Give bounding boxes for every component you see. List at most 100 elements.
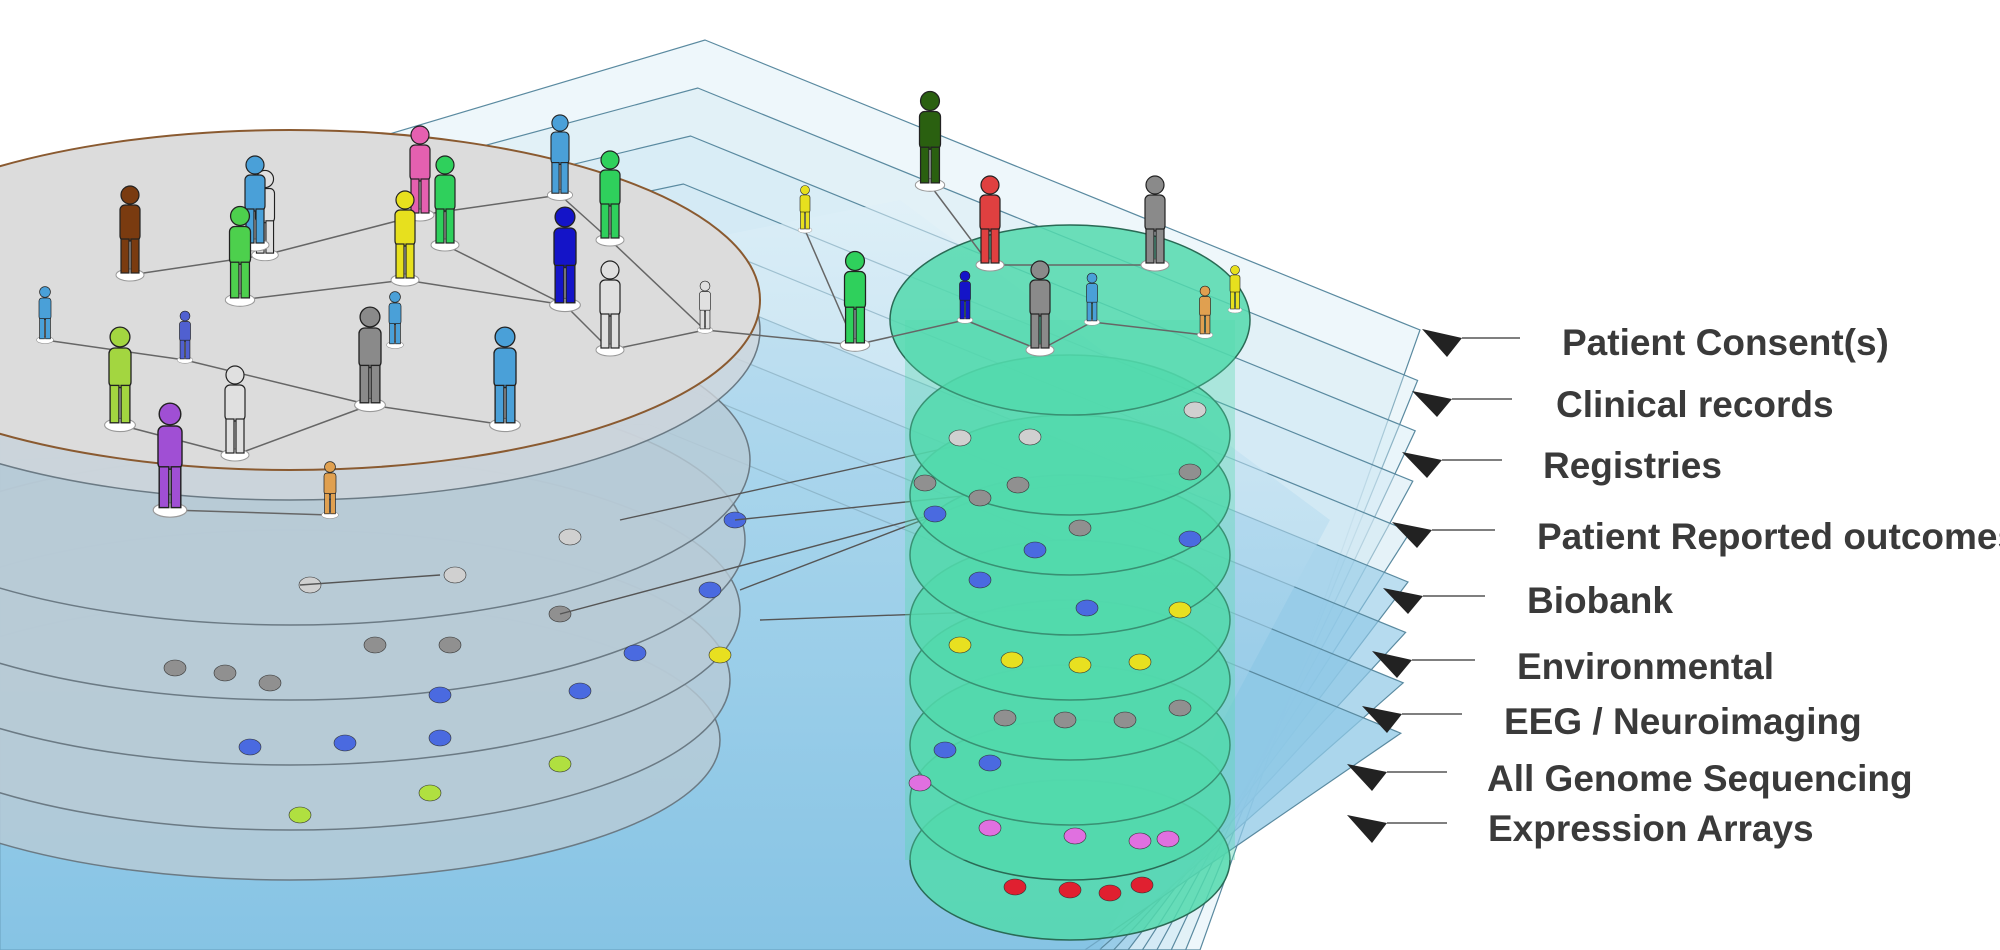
network-link: [609, 329, 706, 351]
data-node-dot-icon: [1156, 830, 1180, 848]
data-node-dot-icon: [558, 528, 582, 546]
data-node-dot-icon: [698, 581, 722, 599]
person-figure-icon: [975, 175, 1005, 272]
network-link: [169, 509, 331, 516]
data-node-dot-icon: [363, 636, 387, 654]
patient-figures: [36, 90, 1243, 519]
data-node-dot-icon: [1178, 530, 1202, 548]
network-link: [1091, 321, 1206, 336]
layer-label: EEG / Neuroimaging: [1504, 701, 1862, 742]
data-node-dot-icon: [1068, 519, 1092, 537]
data-node-dot-icon: [428, 686, 452, 704]
data-node-dot-icon: [923, 505, 947, 523]
data-node-dot-icon: [1023, 541, 1047, 559]
person-figure-icon: [1197, 285, 1213, 339]
layer-label: Environmental: [1517, 646, 1774, 687]
layer-pointer-arrow-icon: [1412, 391, 1452, 417]
layer-label-patient-consent: Patient Consent(s): [1422, 322, 1889, 363]
layer-pointer-arrow-icon: [1362, 706, 1402, 733]
person-figure-icon: [36, 286, 54, 344]
cohort-body: [905, 320, 1235, 860]
data-node-dot-icon: [1006, 476, 1030, 494]
layer-label-expression-arrays: Expression Arrays: [1347, 808, 1814, 849]
data-node-dot-icon: [1183, 401, 1207, 419]
person-figure-icon: [321, 461, 339, 519]
network-link: [444, 244, 566, 306]
person-figure-icon: [1084, 272, 1100, 326]
layer-pointer-arrow-icon: [1347, 815, 1387, 843]
data-node-dot-icon: [708, 646, 732, 664]
person-figure-icon: [957, 270, 973, 324]
data-node-dot-icon: [933, 741, 957, 759]
data-node-dot-icon: [948, 429, 972, 447]
person-figure-icon: [390, 190, 420, 287]
data-node-dot-icon: [163, 659, 187, 677]
layer-label-eeg-neuroimaging: EEG / Neuroimaging: [1362, 701, 1862, 742]
data-node-dot-icon: [1018, 428, 1042, 446]
data-node-dot-icon: [333, 734, 357, 752]
layer-label-clinical-records: Clinical records: [1412, 384, 1834, 425]
data-node-dot-icon: [438, 636, 462, 654]
person-figure-icon: [177, 310, 193, 364]
layer-labels: Patient Consent(s) Clinical records Regi…: [1347, 322, 2000, 849]
data-node-dot-icon: [428, 729, 452, 747]
network-link: [609, 239, 706, 331]
data-node-dot-icon: [623, 644, 647, 662]
data-node-dot-icon: [978, 754, 1002, 772]
person-figure-icon: [595, 150, 625, 247]
data-node-dot-icon: [1063, 827, 1087, 845]
data-node-dot-icon: [1068, 656, 1092, 674]
layer-pointer-arrow-icon: [1383, 588, 1423, 614]
data-node-dot-icon: [298, 576, 322, 594]
link-line: [559, 513, 936, 615]
layer-label-registries: Registries: [1402, 445, 1722, 486]
data-node-dot-icon: [1168, 699, 1192, 717]
data-node-dot-icon: [548, 755, 572, 773]
person-figure-icon: [115, 185, 145, 282]
data-node-dot-icon: [1113, 711, 1137, 729]
network-link: [854, 319, 966, 346]
small-cohort-cylinder: [889, 224, 1251, 941]
data-node-dot-icon: [993, 709, 1017, 727]
person-figure-icon: [386, 291, 404, 349]
person-figure-icon: [914, 90, 946, 192]
layer-label: Expression Arrays: [1488, 808, 1814, 849]
person-figure-icon: [1025, 260, 1055, 357]
person-figure-icon: [220, 365, 250, 462]
person-figure-icon: [549, 206, 581, 313]
layer-pointer-arrow-icon: [1422, 329, 1462, 357]
network-link: [404, 279, 566, 306]
data-node-dot-icon: [1053, 711, 1077, 729]
person-figure-icon: [354, 306, 386, 413]
data-node-dot-icon: [908, 774, 932, 792]
network-link: [964, 319, 1041, 351]
data-node-dot-icon: [238, 738, 262, 756]
layer-label: Biobank: [1527, 580, 1673, 621]
layer-pointer-arrow-icon: [1402, 452, 1442, 478]
data-node-dot-icon: [568, 682, 592, 700]
network-link: [704, 329, 856, 346]
data-node-dot-icon: [1168, 601, 1192, 619]
link-line: [619, 444, 961, 521]
data-node-dot-icon: [978, 819, 1002, 837]
person-figure-icon: [104, 326, 136, 433]
layer-label-all-genome-sequencing: All Genome Sequencing: [1347, 758, 1913, 799]
person-figure-icon: [405, 125, 435, 222]
data-node-dot-icon: [1058, 881, 1082, 899]
layer-label: Clinical records: [1556, 384, 1834, 425]
link-line: [299, 574, 441, 586]
person-figure-icon: [697, 280, 713, 334]
data-node-dot-icon: [1128, 832, 1152, 850]
data-node-dot-icon: [968, 489, 992, 507]
person-figure-icon: [1227, 265, 1243, 314]
data-node-dot-icon: [968, 571, 992, 589]
data-node-dot-icon: [213, 664, 237, 682]
layer-label-environmental: Environmental: [1372, 646, 1774, 687]
network-link: [369, 404, 506, 426]
data-node-dot-icon: [288, 806, 312, 824]
person-figure-icon: [839, 250, 871, 352]
data-node-dot-icon: [1128, 653, 1152, 671]
data-node-dot-icon: [443, 566, 467, 584]
person-figure-icon: [797, 185, 813, 234]
